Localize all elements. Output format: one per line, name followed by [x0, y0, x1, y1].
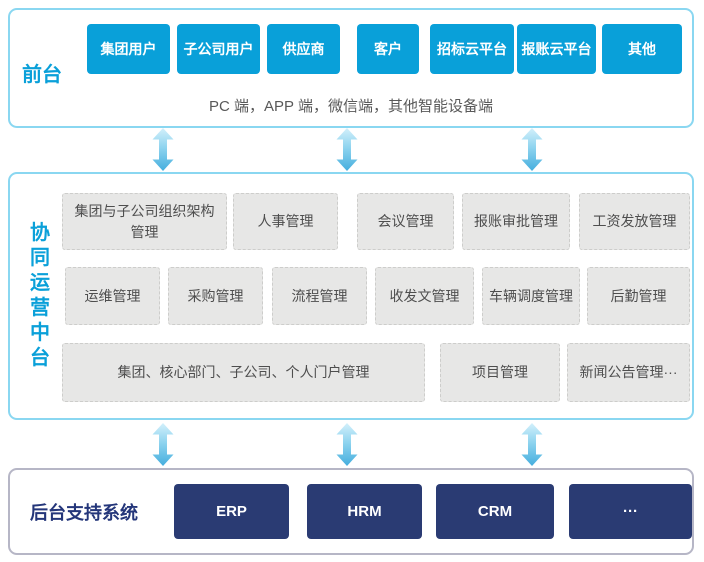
double-arrow-icon — [521, 128, 543, 171]
system-box-others: ··· — [569, 484, 692, 539]
module-meeting: 会议管理 — [357, 193, 454, 250]
module-org-structure: 集团与子公司组织架构管理 — [62, 193, 227, 250]
module-ops-maintenance: 运维管理 — [65, 267, 160, 325]
module-logistics: 后勤管理 — [587, 267, 690, 325]
front-box-expense-cloud: 报账云平台 — [517, 24, 596, 74]
front-box-suppliers: 供应商 — [267, 24, 340, 74]
front-box-others: 其他 — [602, 24, 682, 74]
module-expense-approval: 报账审批管理 — [462, 193, 570, 250]
module-news-announcement: 新闻公告管理··· — [567, 343, 690, 402]
module-document-exchange: 收发文管理 — [375, 267, 474, 325]
front-box-bidding-cloud: 招标云平台 — [430, 24, 514, 74]
module-vehicle-dispatch: 车辆调度管理 — [482, 267, 580, 325]
backend-layer-panel: 后台支持系统 ERP HRM CRM ··· — [8, 468, 694, 555]
front-box-subsidiary-users: 子公司用户 — [177, 24, 260, 74]
middle-layer-label-wrap: 协同运营中台 — [26, 174, 54, 418]
module-hr: 人事管理 — [233, 193, 338, 250]
system-box-erp: ERP — [174, 484, 289, 539]
double-arrow-icon — [521, 423, 543, 466]
module-project: 项目管理 — [440, 343, 560, 402]
front-devices-subtitle: PC 端，APP 端，微信端，其他智能设备端 — [209, 98, 493, 115]
module-procurement: 采购管理 — [168, 267, 263, 325]
double-arrow-icon — [152, 423, 174, 466]
module-payroll: 工资发放管理 — [579, 193, 690, 250]
front-box-customers: 客户 — [357, 24, 419, 74]
front-layer-panel: 前台 集团用户 子公司用户 供应商 客户 招标云平台 报账云平台 其他 PC 端… — [8, 8, 694, 128]
front-layer-label: 前台 — [22, 64, 62, 86]
middle-layer-panel: 协同运营中台 集团与子公司组织架构管理 人事管理 会议管理 报账审批管理 工资发… — [8, 172, 694, 420]
backend-layer-label: 后台支持系统 — [30, 502, 138, 523]
double-arrow-icon — [336, 423, 358, 466]
middle-layer-label: 协同运营中台 — [30, 222, 50, 369]
double-arrow-icon — [336, 128, 358, 171]
front-box-group-users: 集团用户 — [87, 24, 170, 74]
system-box-hrm: HRM — [307, 484, 422, 539]
double-arrow-icon — [152, 128, 174, 171]
module-portal-management: 集团、核心部门、子公司、个人门户管理 — [62, 343, 425, 402]
module-workflow: 流程管理 — [272, 267, 367, 325]
system-box-crm: CRM — [436, 484, 554, 539]
